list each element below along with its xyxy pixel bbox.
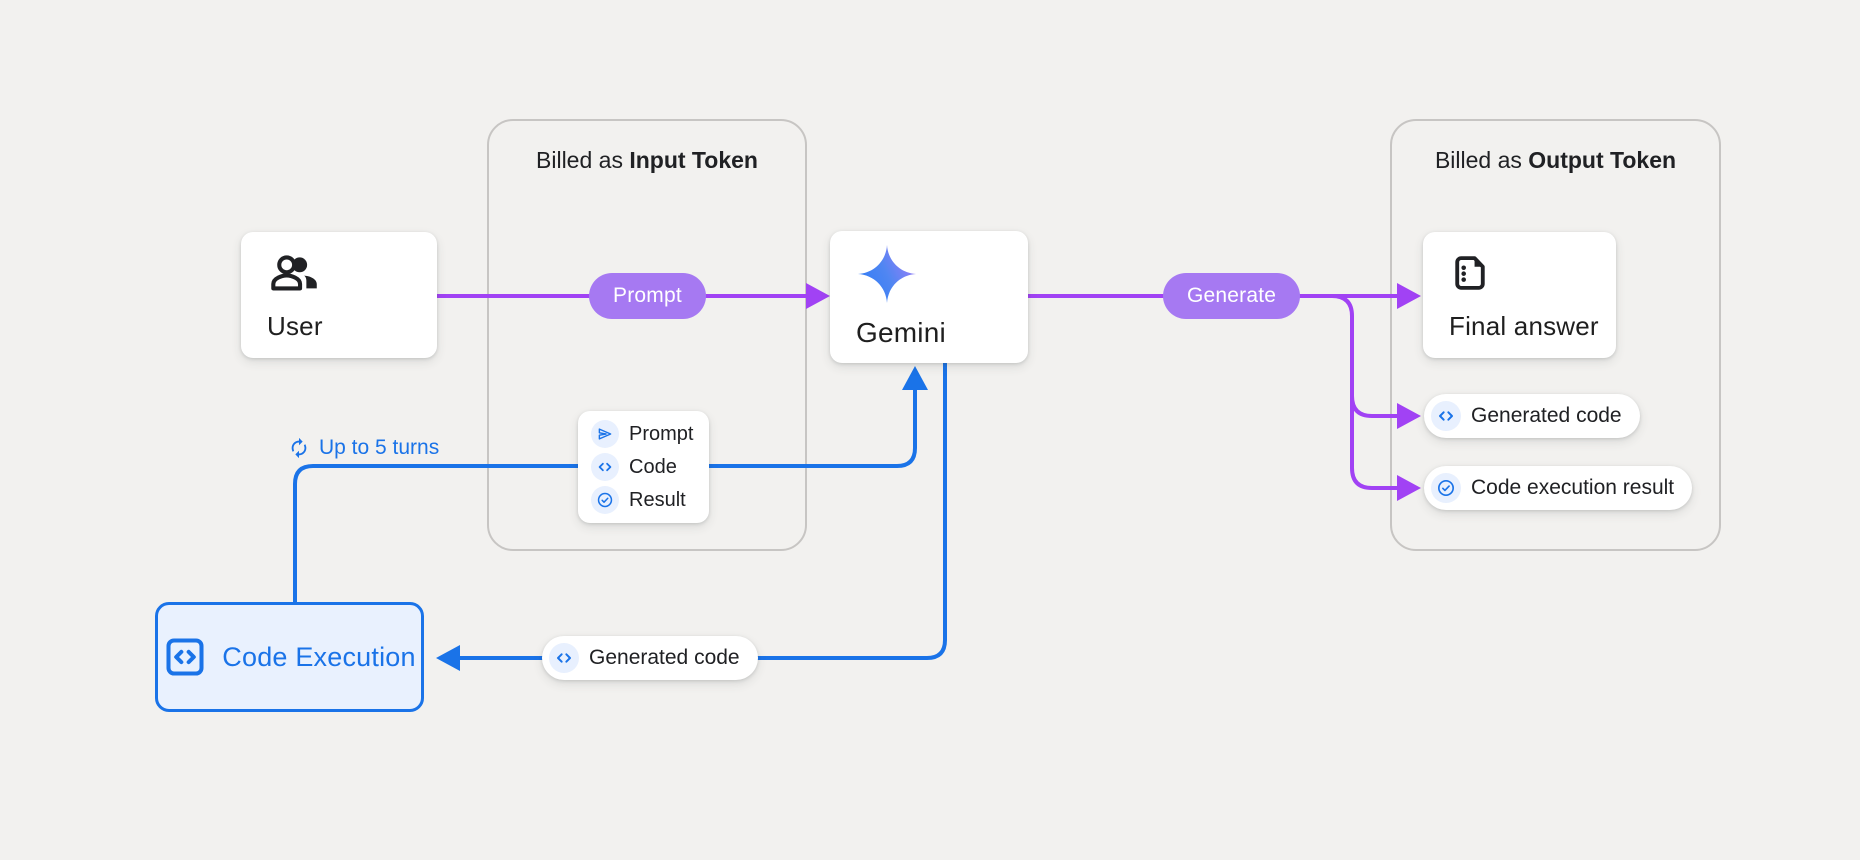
check-circle-icon bbox=[591, 486, 619, 514]
arrowhead-into-code-execution-box bbox=[436, 645, 460, 671]
turn-list-row-result: Result bbox=[591, 486, 709, 514]
turn-contents-card: Prompt Code Result bbox=[578, 411, 709, 523]
code-execution-node: Code Execution bbox=[155, 602, 424, 712]
arrowhead-into-final-answer bbox=[1397, 283, 1421, 309]
arrowhead-into-gemini bbox=[806, 283, 830, 309]
gemini-node: Gemini bbox=[830, 231, 1028, 363]
turn-list-label-prompt: Prompt bbox=[629, 422, 694, 445]
code-execution-node-label: Code Execution bbox=[222, 641, 416, 672]
code-execution-result-label: Code execution result bbox=[1471, 476, 1675, 499]
check-circle-icon bbox=[1431, 473, 1461, 503]
input-token-title-emphasis: Input Token bbox=[629, 147, 758, 173]
output-token-group: Billed as Output Token bbox=[1390, 119, 1721, 551]
loop-turns-label: Up to 5 turns bbox=[288, 436, 439, 460]
output-token-title-emphasis: Output Token bbox=[1528, 147, 1677, 173]
loop-turns-text: Up to 5 turns bbox=[319, 436, 440, 459]
turn-list-label-result: Result bbox=[629, 488, 686, 511]
output-token-group-title: Billed as Output Token bbox=[1392, 147, 1719, 174]
output-token-title-prefix: Billed as bbox=[1434, 147, 1529, 173]
arrowhead-up-into-gemini bbox=[902, 366, 928, 390]
people-icon bbox=[267, 254, 319, 292]
turn-list-row-code: Code bbox=[591, 453, 709, 481]
generate-edge-label: Generate bbox=[1187, 284, 1277, 307]
code-icon bbox=[1431, 401, 1461, 431]
code-icon bbox=[591, 453, 619, 481]
arrowhead-into-code-execution-result bbox=[1397, 475, 1421, 501]
input-token-title-prefix: Billed as bbox=[536, 147, 630, 173]
document-icon bbox=[1449, 252, 1491, 294]
generate-edge-pill: Generate bbox=[1163, 273, 1301, 319]
user-node-label: User bbox=[267, 311, 323, 341]
prompt-edge-pill: Prompt bbox=[589, 273, 706, 319]
gemini-star-icon bbox=[858, 245, 916, 303]
final-answer-node: Final answer bbox=[1423, 232, 1616, 358]
arrowhead-into-generated-code bbox=[1397, 403, 1421, 429]
refresh-icon bbox=[288, 437, 310, 459]
blue-arrowheads bbox=[436, 366, 928, 671]
send-icon bbox=[591, 420, 619, 448]
purple-arrowheads bbox=[806, 283, 1421, 501]
generated-code-output-label: Generated code bbox=[1471, 404, 1622, 427]
gemini-to-code-execution-line bbox=[460, 363, 947, 660]
turn-list-label-code: Code bbox=[629, 455, 677, 478]
turn-list-row-prompt: Prompt bbox=[591, 420, 709, 448]
code-execution-result-chip: Code execution result bbox=[1424, 466, 1693, 510]
user-node: User bbox=[241, 232, 437, 358]
generated-code-output-chip: Generated code bbox=[1424, 394, 1640, 438]
final-answer-node-label: Final answer bbox=[1449, 311, 1599, 341]
output-branch-line bbox=[1331, 294, 1398, 490]
code-icon bbox=[549, 643, 579, 673]
generated-code-branch-line bbox=[1350, 395, 1398, 418]
generated-code-loop-chip: Generated code bbox=[542, 636, 758, 680]
generated-code-loop-label: Generated code bbox=[589, 646, 740, 669]
input-token-group: Billed as Input Token bbox=[487, 119, 807, 551]
gemini-node-label: Gemini bbox=[856, 317, 946, 348]
prompt-edge-label: Prompt bbox=[613, 284, 682, 307]
code-box-icon bbox=[163, 635, 207, 679]
input-token-group-title: Billed as Input Token bbox=[489, 147, 805, 174]
